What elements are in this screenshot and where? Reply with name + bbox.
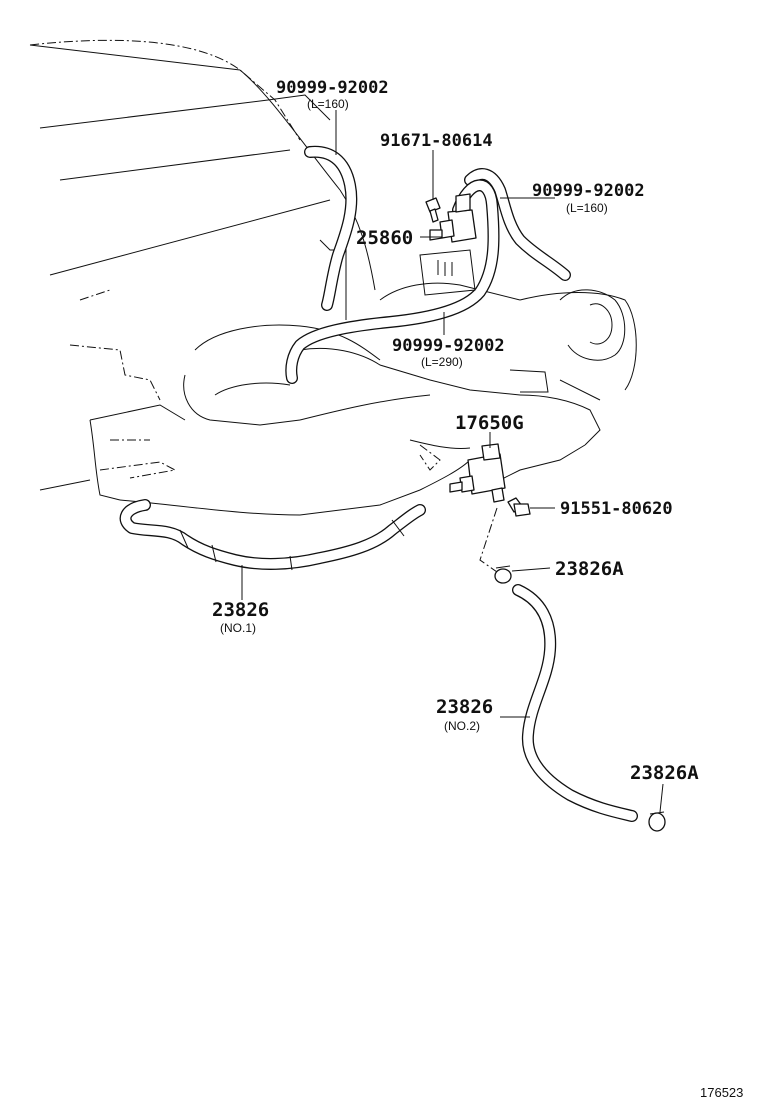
label-hose-top-left: 90999-92002 (L=160) [276,78,389,111]
label-vsv-upper: 25860 [356,227,413,249]
hose-upper-left [304,145,358,311]
part-number: 23826 [212,599,269,621]
clamp-lower [648,811,666,832]
label-clamp-upper: 23826A [555,558,624,580]
part-number: 17650G [455,412,524,434]
engine-outline [29,39,637,516]
part-number: 23826A [555,558,624,580]
length-note: (L=290) [421,355,463,369]
part-number: 23826A [630,762,699,784]
label-hose-no1: 23826 (NO.1) [212,599,269,635]
label-hose-top-right: 90999-92002 (L=160) [532,181,645,215]
label-clamp-lower: 23826A [630,762,699,784]
part-number: 23826 [436,696,493,718]
bolt-upper [425,197,441,223]
bolt-lower [507,497,531,517]
hose-number-note: (NO.1) [220,621,256,635]
part-number: 25860 [356,227,413,249]
hose-no2 [512,584,638,822]
part-number: 90999-92002 [532,181,645,201]
vsv-lower [449,443,506,503]
label-hose-mid: 90999-92002 (L=290) [392,336,505,369]
leader-lines [241,110,664,813]
part-number: 90999-92002 [276,78,389,98]
label-bolt-top: 91671-80614 [380,131,493,151]
hose-number-note: (NO.2) [444,719,480,733]
label-vsv-lower: 17650G [455,412,524,434]
length-note: (L=160) [566,201,608,215]
part-number: 91671-80614 [380,131,493,151]
vsv-upper [419,193,477,296]
connection-dash [479,507,498,573]
hose-no1 [119,499,426,571]
figure-id: 176523 [700,1085,743,1100]
length-note: (L=160) [307,97,349,111]
label-hose-no2: 23826 (NO.2) [436,696,493,733]
hose-upper-right [464,168,571,281]
label-bolt-lower: 91551-80620 [560,499,673,519]
part-number: 91551-80620 [560,499,673,519]
part-number: 90999-92002 [392,336,505,356]
clamp-upper [494,565,512,584]
hose-mid [285,179,500,384]
